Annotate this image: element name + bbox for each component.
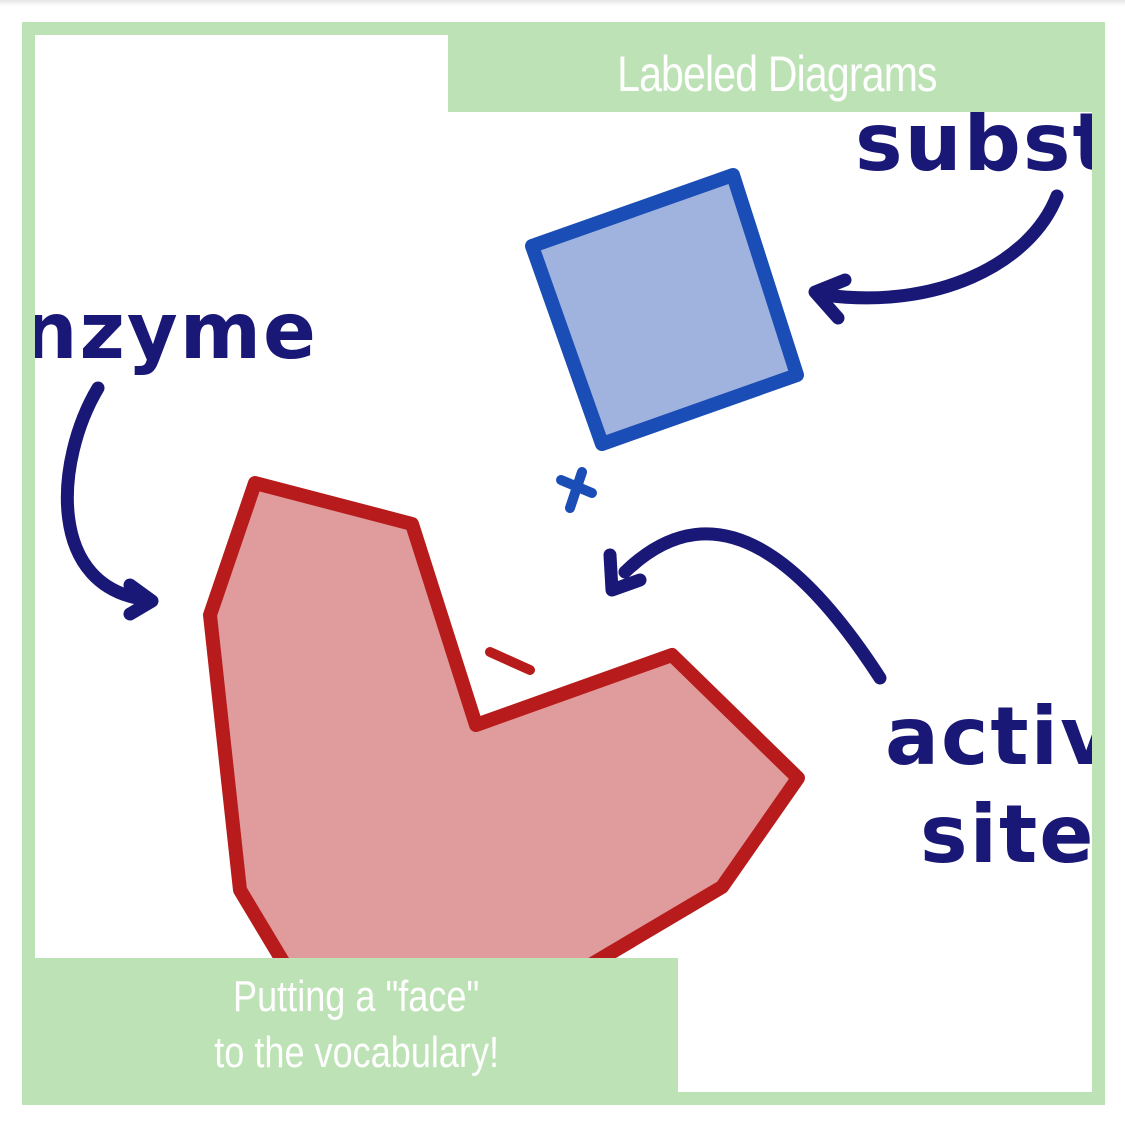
enzyme-shape xyxy=(203,476,805,1047)
enzyme-label: nzyme xyxy=(35,287,318,377)
active-site-mark xyxy=(485,647,535,675)
diagram-canvas: nzyme substr active site xyxy=(35,35,1092,1092)
caption-line-1: Putting a "face" xyxy=(233,972,480,1021)
caption-banner: Putting a "face" to the vocabulary! xyxy=(35,958,678,1092)
title-text: Labeled Diagrams xyxy=(616,45,937,102)
active-site-arrow xyxy=(603,527,887,685)
caption-line-2: to the vocabulary! xyxy=(214,1028,499,1077)
top-shadow-line xyxy=(0,0,1125,6)
binding-x-mark xyxy=(556,467,597,513)
substrate-arrow xyxy=(808,189,1064,325)
diagram-svg: nzyme substr active site xyxy=(35,96,1092,1047)
enzyme-arrow xyxy=(60,381,159,621)
active-site-label-line1: active xyxy=(885,690,1092,783)
active-site-label-line2: site xyxy=(920,788,1092,881)
title-banner: Labeled Diagrams xyxy=(448,35,1105,112)
substrate-shape xyxy=(525,168,804,451)
